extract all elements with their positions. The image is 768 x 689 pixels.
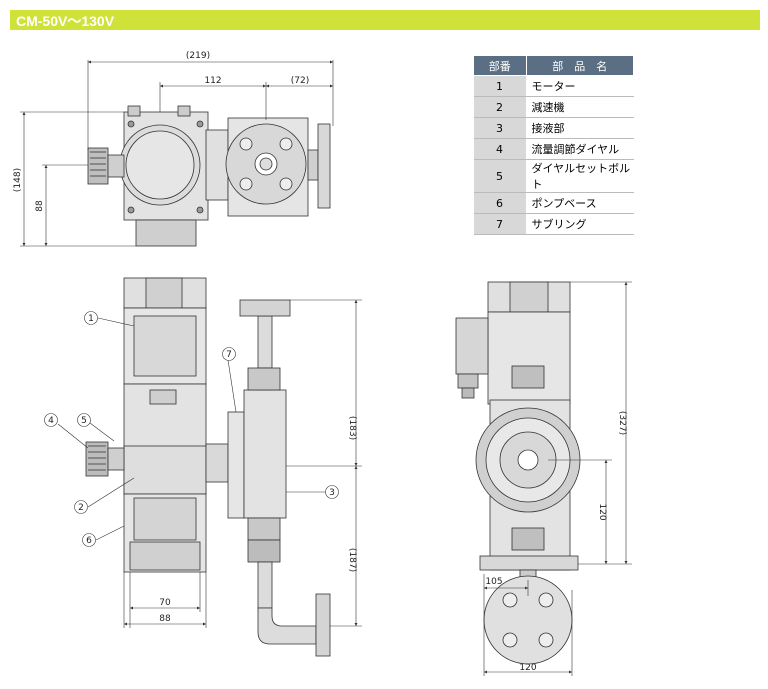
callout-3: 3 <box>329 488 335 498</box>
dim-top-right: (72) <box>291 76 309 86</box>
part-no: 4 <box>473 138 527 160</box>
header-no: 部番 <box>473 55 527 76</box>
callout-5: 5 <box>81 416 87 426</box>
callout-2: 2 <box>78 503 84 513</box>
part-name: 接液部 <box>526 117 634 139</box>
part-no: 6 <box>473 192 527 214</box>
part-name: モーター <box>526 75 634 97</box>
part-no: 5 <box>473 159 527 193</box>
side-view-dims <box>483 281 632 676</box>
part-name: ポンプベース <box>526 192 634 214</box>
part-no: 1 <box>473 75 527 97</box>
callout-7: 7 <box>226 350 232 360</box>
dim-side-327: (327) <box>617 411 627 435</box>
callout-1: 1 <box>88 314 94 324</box>
callouts <box>44 311 339 547</box>
title-bar: CM-50V～130V <box>10 10 760 30</box>
top-view-dims <box>20 60 334 247</box>
dim-top-height: (148) <box>13 168 23 192</box>
dim-top-mid: 112 <box>204 76 221 86</box>
dim-side-120v: 120 <box>597 503 607 520</box>
dim-front-70: 70 <box>159 598 171 608</box>
callout-6: 6 <box>86 536 92 546</box>
part-name: 減速機 <box>526 96 634 118</box>
dim-front-88: 88 <box>159 614 171 624</box>
dim-front-187: (187) <box>347 548 357 572</box>
front-view-dims <box>123 299 362 628</box>
dim-top-88: 88 <box>35 200 45 212</box>
part-no: 7 <box>473 213 527 235</box>
callout-4: 4 <box>48 416 54 426</box>
page-title: CM-50V～130V <box>16 13 115 29</box>
dim-side-120h: 120 <box>519 663 536 673</box>
dim-front-183: (183) <box>347 416 357 440</box>
parts-table-header: 部番 部 品 名 <box>473 55 634 76</box>
header-name: 部 品 名 <box>525 55 634 76</box>
side-view <box>455 281 581 665</box>
part-no: 2 <box>473 96 527 118</box>
part-name: 流量調節ダイヤル <box>526 138 634 160</box>
dim-top-width: (219) <box>186 51 210 61</box>
part-no: 3 <box>473 117 527 139</box>
front-view <box>85 277 331 657</box>
dim-side-105: 105 <box>485 577 502 587</box>
part-name: サブリング <box>526 213 634 235</box>
part-name: ダイヤルセットボルト <box>526 159 634 193</box>
top-view <box>87 105 331 247</box>
